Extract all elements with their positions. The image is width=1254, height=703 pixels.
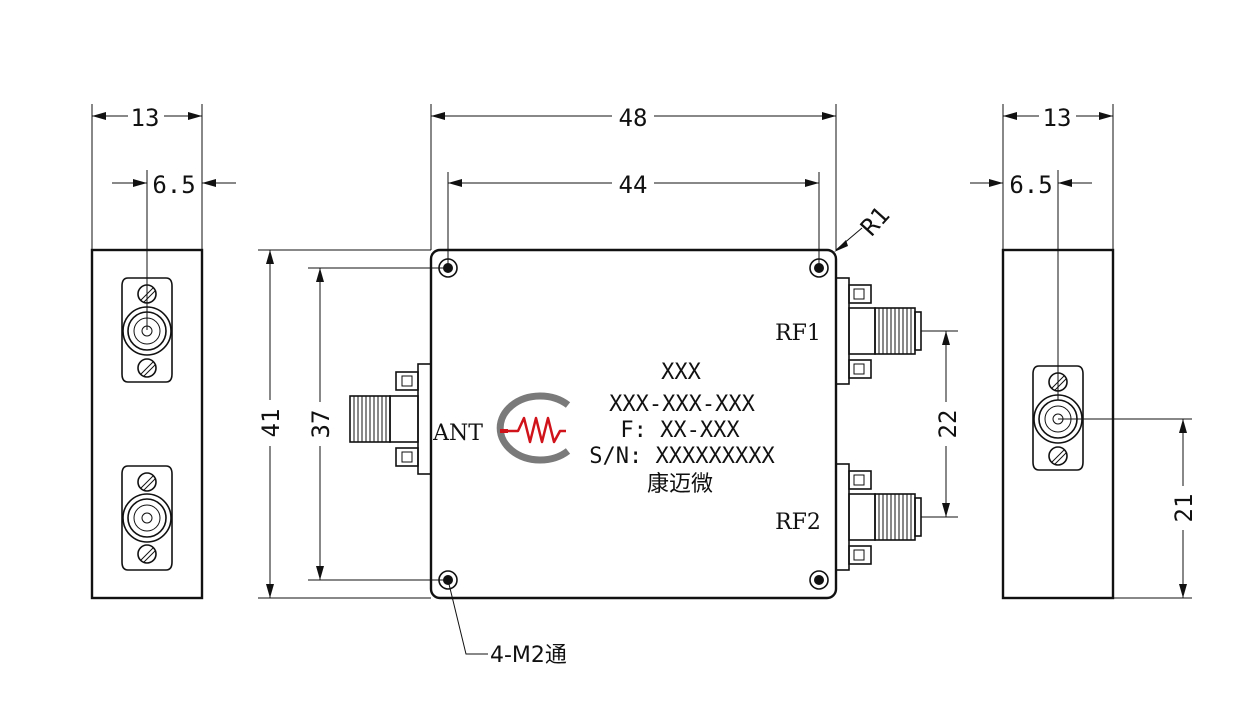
left-lower-connector-face [121, 465, 173, 571]
rf2-connector [835, 463, 922, 571]
height-outer-dim: 41 [257, 409, 285, 438]
main-top-view: 48 44 R1 41 37 4-M2 [257, 104, 962, 668]
port-label-ant: ANT [432, 421, 483, 446]
left-upper-connector-face [121, 277, 173, 383]
right-width-dim: 13 [1043, 104, 1072, 132]
port-label-rf2: RF2 [775, 510, 821, 535]
hole-spacing-v-dim: 37 [307, 410, 335, 439]
top-width-dim: 48 [619, 104, 648, 132]
right-offset-dim: 6.5 [1009, 171, 1052, 199]
left-side-view: 13 6.5 [90, 104, 236, 600]
marking-line3: F: XX-XXX [620, 418, 740, 443]
mounting-hole-top-right [809, 258, 829, 278]
right-side-view: 13 6.5 21 [970, 104, 1198, 600]
ant-connector [349, 363, 432, 475]
mounting-hole-bottom-right [809, 570, 829, 590]
mounting-hole-top-left [438, 258, 458, 278]
right-height-dim: 21 [1170, 494, 1198, 523]
mounting-note: 4-M2通 [490, 643, 567, 668]
left-offset-dim: 6.5 [152, 171, 195, 199]
marking-line2: XXX-XXX-XXX [609, 392, 755, 417]
rf-spacing-dim: 22 [934, 410, 962, 439]
marking-line5: 康迈微 [647, 472, 713, 497]
marking-line4: S/N: XXXXXXXXX [589, 444, 775, 469]
corner-radius-dim: R1 [855, 201, 895, 241]
left-width-dim: 13 [131, 104, 160, 132]
marking-line1: XXX [661, 360, 701, 385]
port-label-rf1: RF1 [775, 321, 821, 346]
company-logo [496, 392, 571, 464]
right-connector-face [1032, 365, 1084, 471]
rf1-connector [835, 277, 922, 385]
hole-spacing-h-dim: 44 [619, 171, 648, 199]
